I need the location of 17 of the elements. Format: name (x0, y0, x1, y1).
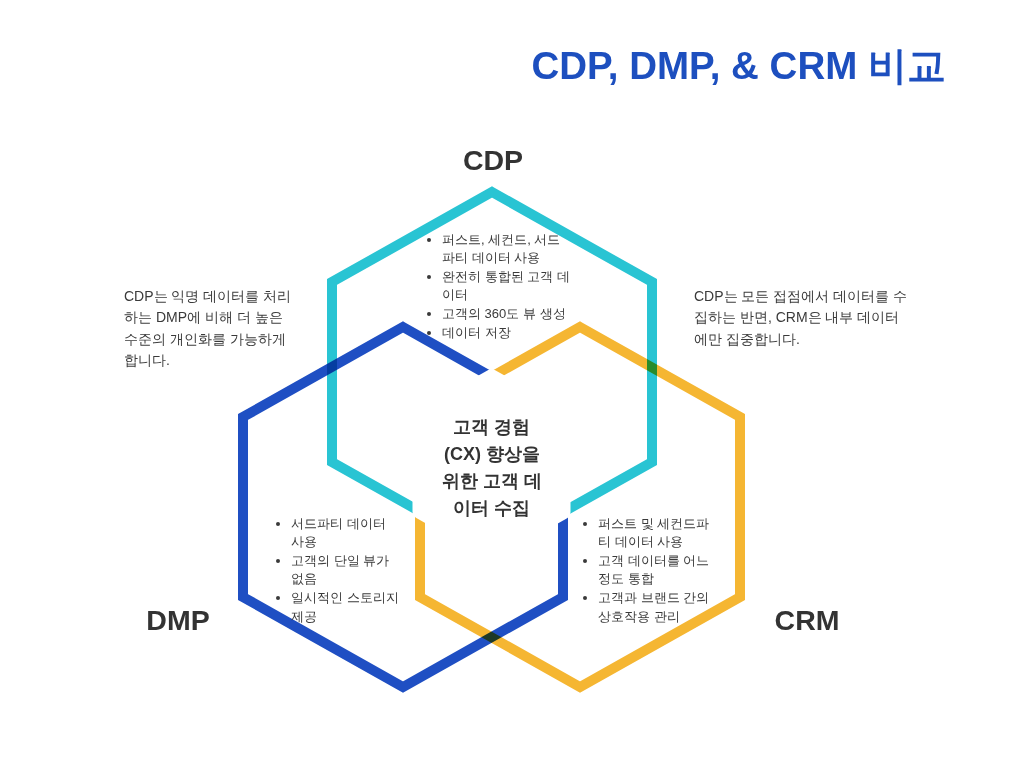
list-item: 고객과 브랜드 간의 상호작용 관리 (598, 589, 711, 626)
list-item: 일시적인 스토리지 제공 (291, 589, 400, 626)
list-item: 서드파티 데이터 사용 (291, 514, 387, 552)
list-item: 데이터 저장 (442, 323, 512, 342)
heading: DMP (146, 603, 210, 637)
side-note: CDP는 모든 접점에서 데이터를 수집하는 반면, CRM은 내부 데이터에만 집중합니다. (694, 287, 909, 349)
center-label: 고객 경험 (CX) 향상을 위한 고객 데이터 수집 (441, 415, 543, 520)
list-item: 완전히 통합된 고객 데이터 (442, 267, 571, 305)
list-item: 고객의 단일 뷰가 없음 (291, 551, 391, 589)
list-item: 퍼스트 및 세컨드파티 데이터 사용 (598, 514, 711, 552)
list-item: 고객의 360도 뷰 생성 (442, 305, 567, 324)
list-item: 고객 데이터를 어느 정도 통합 (598, 551, 711, 589)
list-item: 퍼스트, 세컨드, 서드 파티 데이터 사용 (442, 230, 562, 268)
side-note: CDP는 익명 데이터를 처리하는 DMP에 비해 더 높은 수준의 개인화를 가능하게 합니다. (124, 287, 293, 370)
heading: CDP (462, 143, 524, 177)
title: CDP, DMP, & CRM 비교 (531, 43, 946, 89)
heading: CRM (774, 603, 840, 637)
